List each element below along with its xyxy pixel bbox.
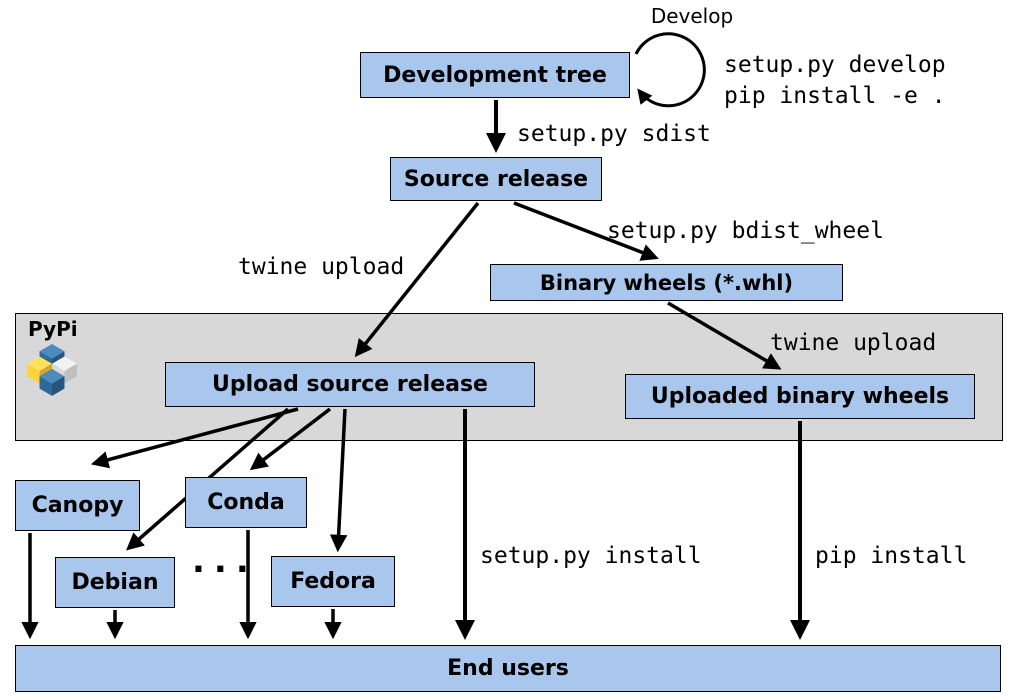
node-canopy: Canopy <box>15 480 140 531</box>
arrow-upload-to-conda <box>249 407 332 471</box>
node-binary-wheels: Binary wheels (*.whl) <box>490 264 843 301</box>
arrow-upload-to-fedora <box>329 408 348 553</box>
node-upload-source-release: Upload source release <box>165 362 535 407</box>
pypi-band-label: PyPi <box>28 317 78 341</box>
label-twine-upload-right: twine upload <box>770 330 937 356</box>
arrow-upload-to-canopy <box>90 407 299 469</box>
label-setup-sdist: setup.py sdist <box>517 121 711 147</box>
arrow-source-to-wheels <box>513 201 659 261</box>
label-twine-upload-left: twine upload <box>238 254 405 280</box>
label-pip-install: pip install <box>815 543 968 569</box>
node-debian: Debian <box>55 557 175 608</box>
node-fedora: Fedora <box>271 556 395 607</box>
label-pip-install-e: pip install -e . <box>724 83 946 109</box>
arrow-develop-loop <box>634 32 706 108</box>
node-source-release: Source release <box>390 157 602 201</box>
label-setup-develop: setup.py develop <box>724 52 946 78</box>
ellipsis-other-distros: ... <box>192 541 258 581</box>
node-conda: Conda <box>185 477 307 528</box>
label-develop: Develop <box>650 4 734 28</box>
arrow-wheels-to-uploaded <box>667 301 782 370</box>
label-setup-bdist-wheel: setup.py bdist_wheel <box>607 218 884 244</box>
pypi-logo-icon <box>27 344 77 396</box>
node-uploaded-binary-wheels: Uploaded binary wheels <box>625 374 975 419</box>
node-end-users: End users <box>15 645 1001 692</box>
label-setup-install: setup.py install <box>480 543 702 569</box>
node-development-tree: Development tree <box>360 52 630 98</box>
arrow-source-to-upload <box>354 201 480 358</box>
pypi-logo-cube-blue-bottom <box>39 368 65 396</box>
